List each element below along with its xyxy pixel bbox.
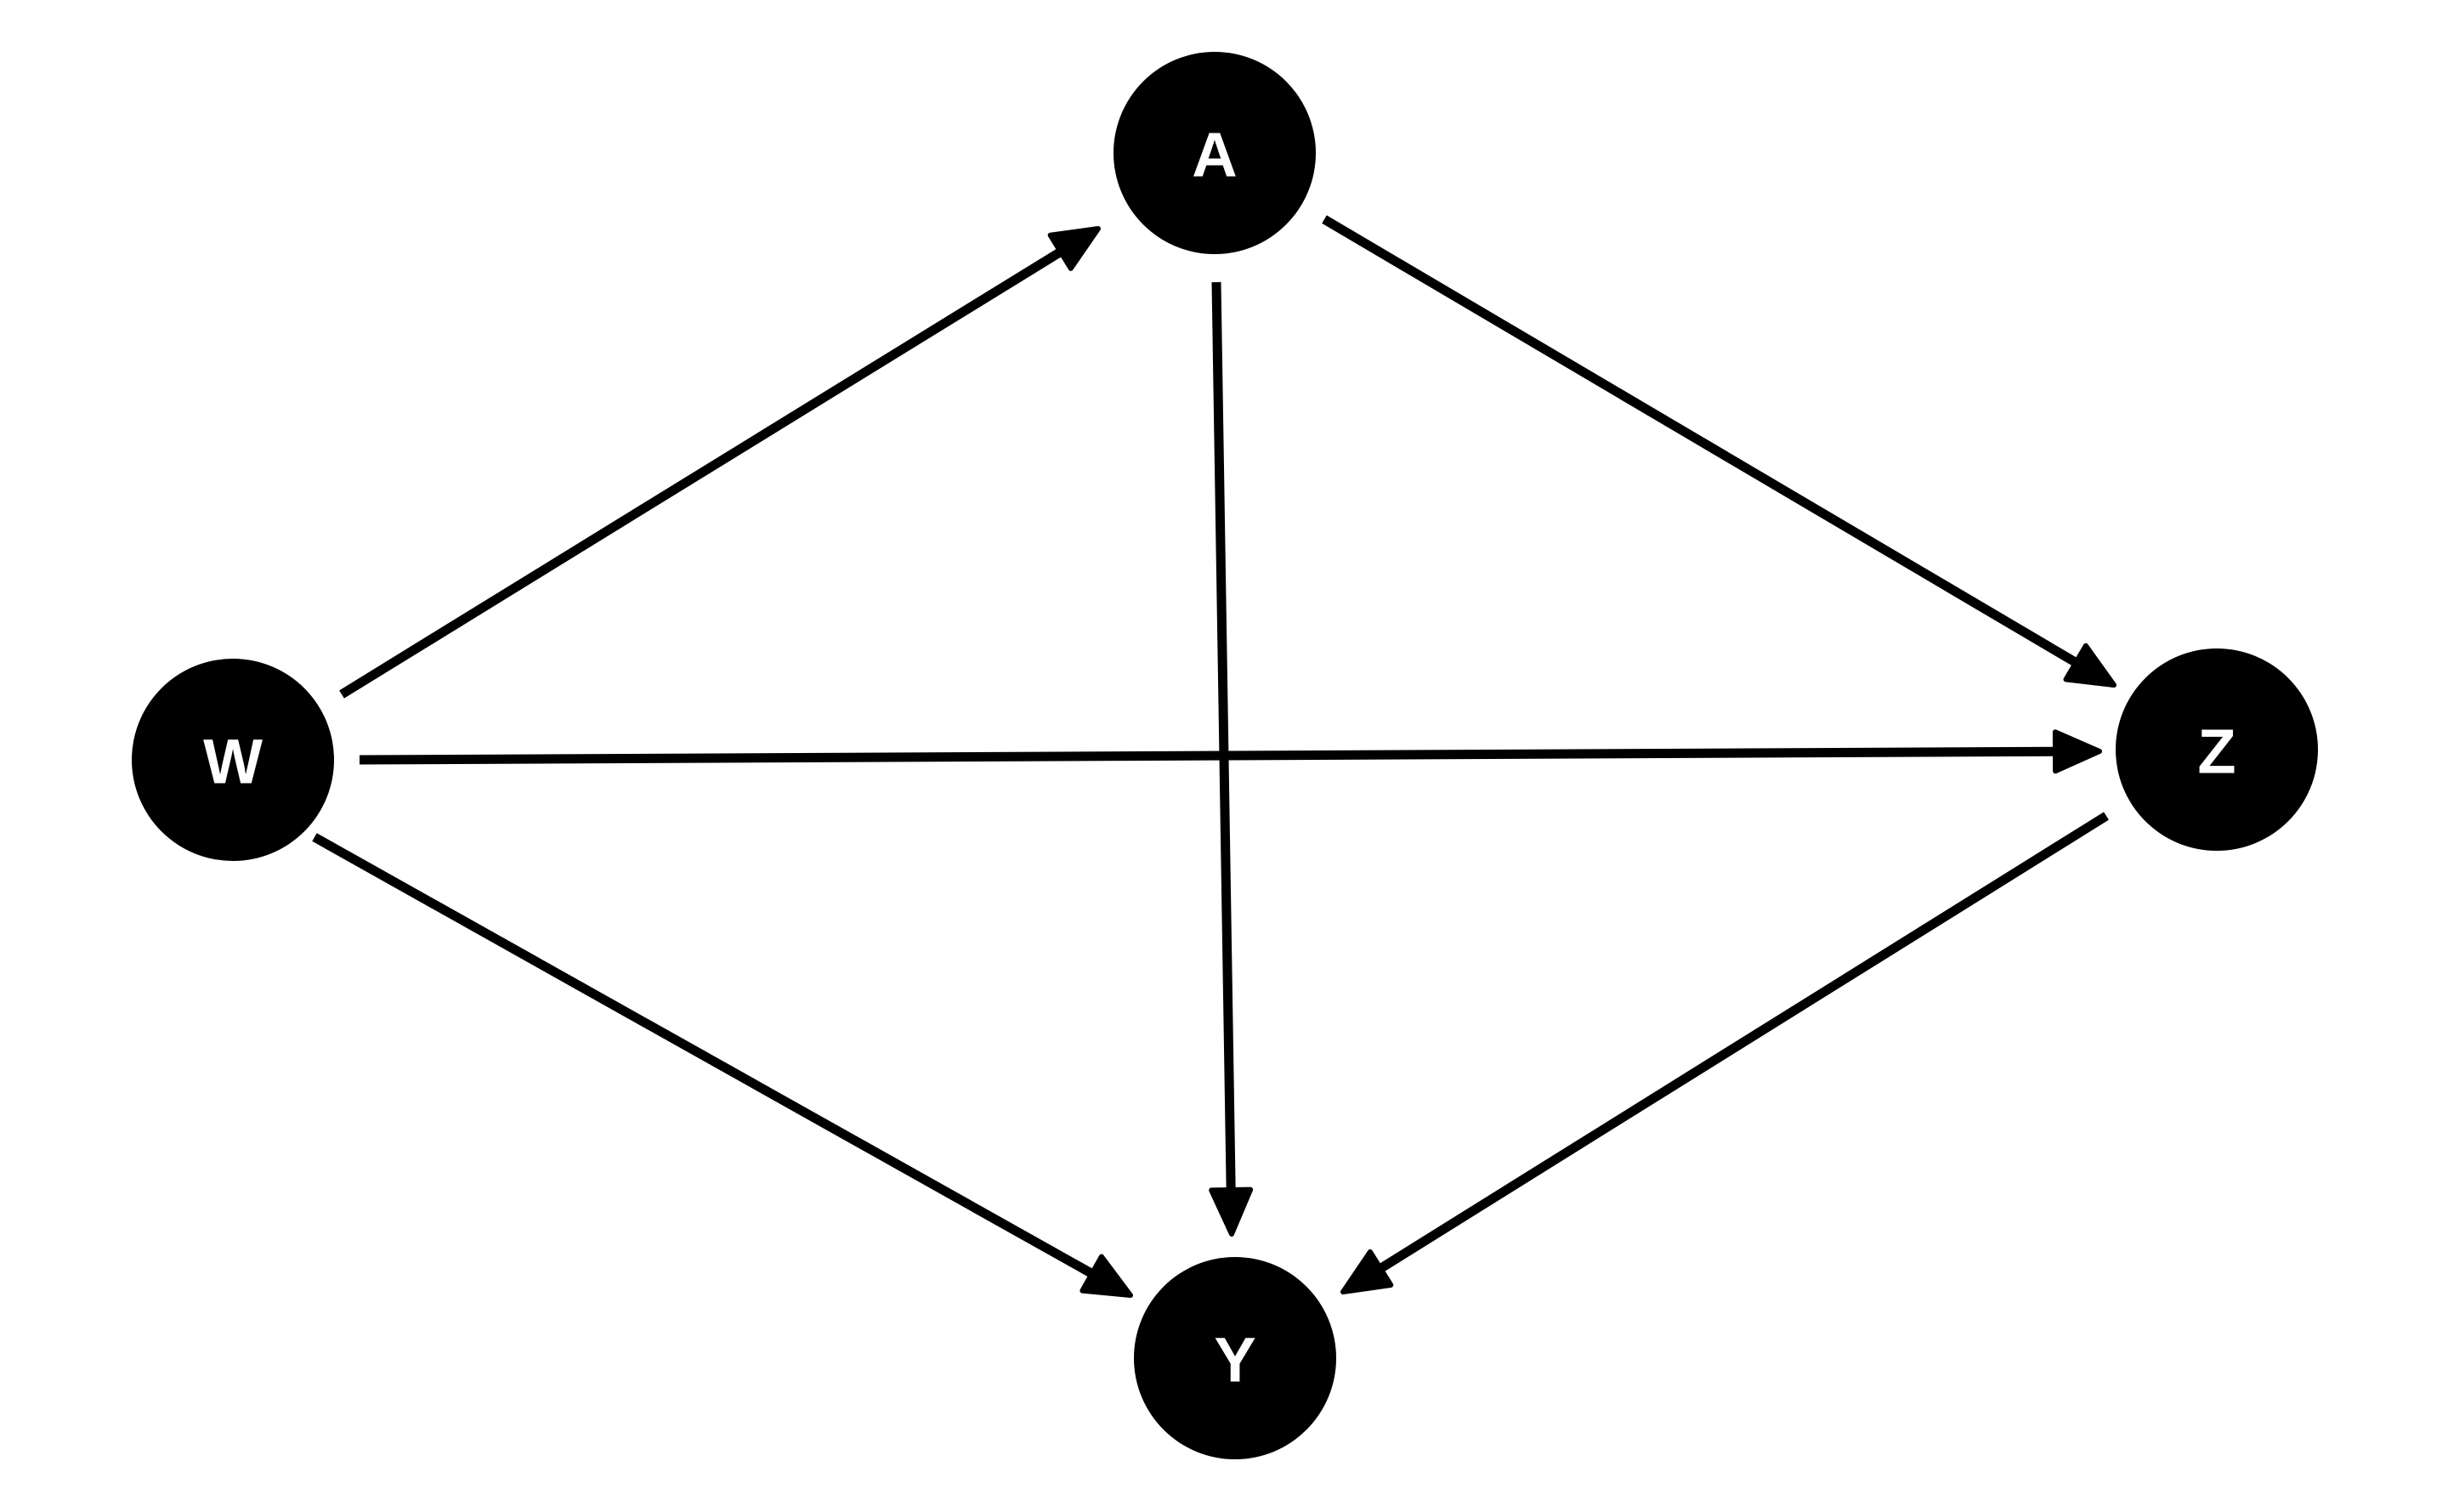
edge-w-y xyxy=(312,833,1133,1298)
node-circle-z[interactable] xyxy=(2116,648,2318,851)
arrowhead-w-z xyxy=(2052,729,2102,774)
edge-shaft-w-a xyxy=(339,243,1071,699)
node-circle-a[interactable] xyxy=(1114,52,1316,254)
node-circle-y[interactable] xyxy=(1134,1257,1336,1459)
node-a[interactable]: A xyxy=(1114,52,1316,254)
arrowhead-a-y xyxy=(1209,1186,1254,1237)
arrowhead-w-y xyxy=(1080,1254,1133,1298)
arrowhead-z-y xyxy=(1340,1249,1394,1294)
edge-shaft-z-y xyxy=(1370,812,2109,1277)
edge-shaft-w-y xyxy=(312,833,1102,1283)
edge-a-y xyxy=(1209,281,1254,1237)
node-label-a: A xyxy=(1192,120,1237,190)
edge-shaft-a-z xyxy=(1322,215,2086,671)
node-label-z: Z xyxy=(2197,716,2236,787)
node-label-w: W xyxy=(203,727,263,797)
node-circle-w[interactable] xyxy=(132,659,334,861)
arrowhead-w-a xyxy=(1047,226,1101,271)
node-y[interactable]: Y xyxy=(1134,1257,1336,1459)
edge-shaft-w-z xyxy=(359,746,2065,765)
edges-layer xyxy=(312,215,2116,1298)
node-z[interactable]: Z xyxy=(2116,648,2318,851)
edge-w-a xyxy=(339,226,1101,699)
edge-shaft-a-y xyxy=(1211,281,1236,1199)
edge-z-y xyxy=(1340,812,2109,1294)
edge-w-z xyxy=(359,729,2102,774)
node-w[interactable]: W xyxy=(132,659,334,861)
arrowhead-a-z xyxy=(2063,643,2116,688)
node-label-y: Y xyxy=(1214,1325,1255,1396)
edge-a-z xyxy=(1322,215,2116,688)
nodes-layer: A W Z Y xyxy=(132,52,2318,1459)
